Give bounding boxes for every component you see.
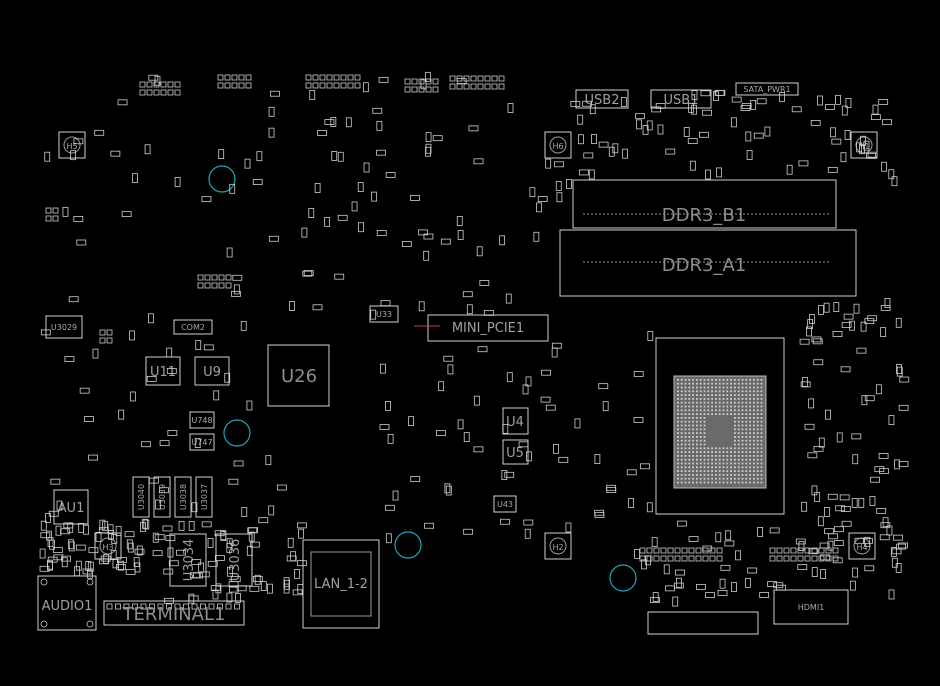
u748-chip[interactable]: U748 [189,411,215,429]
u26-chip[interactable]: U26 [267,344,330,407]
usb2-label: USB2 [585,93,620,108]
u3040-chip[interactable]: U3040 [132,476,150,518]
u33-label: U33 [376,310,392,319]
u43-label: U43 [497,500,513,509]
lan-1-2-jack[interactable]: LAN_1-2 [302,539,380,629]
u3036-chip[interactable]: U3036 [215,533,253,587]
u5-label: U5 [506,446,524,461]
com2-header[interactable]: COM2 [173,319,213,335]
u9-label: U9 [203,365,221,380]
ddr3-b1-slot[interactable]: DDR3_B1 [572,179,837,229]
u5-chip[interactable]: U5 [502,439,529,465]
h2-label: H2 [552,543,563,552]
u9-chip[interactable]: U9 [194,356,230,386]
cpu-socket[interactable] [655,337,785,515]
fiducial-ring [223,419,251,447]
u3029-chip[interactable]: U3029 [45,315,83,339]
u43-chip[interactable]: U43 [493,495,517,513]
u4-chip[interactable]: U4 [502,407,529,435]
u3037-label: U3037 [200,484,209,510]
usb2-connector[interactable]: USB2 [575,89,629,109]
u4-label: U4 [506,415,524,430]
audio1-label: AUDIO1 [42,599,93,614]
mounting-hole-h6: H6 [544,131,572,159]
com2-label: COM2 [181,323,205,332]
au1-chip[interactable]: AU1 [53,489,89,525]
u26-label: U26 [281,366,317,387]
bottom-connector[interactable] [647,611,759,635]
u3037-chip[interactable]: U3037 [195,476,213,518]
ddr3-a1-slot[interactable]: DDR3_A1 [559,229,857,297]
u3034-label: U3034 [182,539,197,582]
u3039-chip[interactable]: U3039 [153,476,171,518]
u747-chip[interactable]: U747 [189,433,215,451]
u747-label: U747 [191,438,212,447]
ddr3-a1-label: DDR3_A1 [662,255,746,276]
u3036-label: U3036 [228,539,243,582]
h4-label: H4 [856,543,867,552]
mounting-hole-h4: H4 [848,532,876,560]
mini-pcie1-label: MINI_PCIE1 [452,321,524,336]
audio1-jack[interactable]: AUDIO1 [37,575,97,631]
u11-label: U11 [150,365,176,380]
hdmi1-connector[interactable]: HDMI1 [773,589,849,625]
au1-label: AU1 [58,501,85,516]
u3038-chip[interactable]: U3038 [174,476,192,518]
fiducial-ring [609,564,637,592]
usb1-label: USB1 [664,93,699,108]
fiducial-ring [394,531,422,559]
u3039-label: U3039 [158,484,167,510]
sata-pwr1-connector[interactable]: SATA_PWR1 [735,82,799,96]
lan-label: LAN_1-2 [314,577,368,592]
u3040-label: U3040 [137,484,146,510]
h6-label: H6 [552,142,563,151]
u3038-label: U3038 [179,484,188,510]
ddr3-b1-label: DDR3_B1 [662,205,746,226]
u11-chip[interactable]: U11 [145,356,181,386]
h5-label: H5 [66,142,77,151]
u33-chip[interactable]: U33 [369,305,399,323]
h3-label: H3 [102,543,113,552]
passive-components [39,71,910,607]
usb1-connector[interactable]: USB1 [650,89,712,109]
u748-label: U748 [191,416,212,425]
mounting-hole-h2: H2 [544,532,572,560]
mounting-hole-h5: H5 [58,131,86,159]
u3029-label: U3029 [51,323,77,332]
terminal1-label: TERMINAL1 [122,604,226,625]
terminal1-header[interactable]: TERMINAL1 [103,600,245,626]
u3034-chip[interactable]: U3034 [169,533,207,587]
mini-pcie1-slot[interactable]: MINI_PCIE1 [414,314,549,342]
sata-pwr1-label: SATA_PWR1 [743,85,790,94]
hdmi1-label: HDMI1 [798,603,825,612]
fiducial-ring [208,165,236,193]
